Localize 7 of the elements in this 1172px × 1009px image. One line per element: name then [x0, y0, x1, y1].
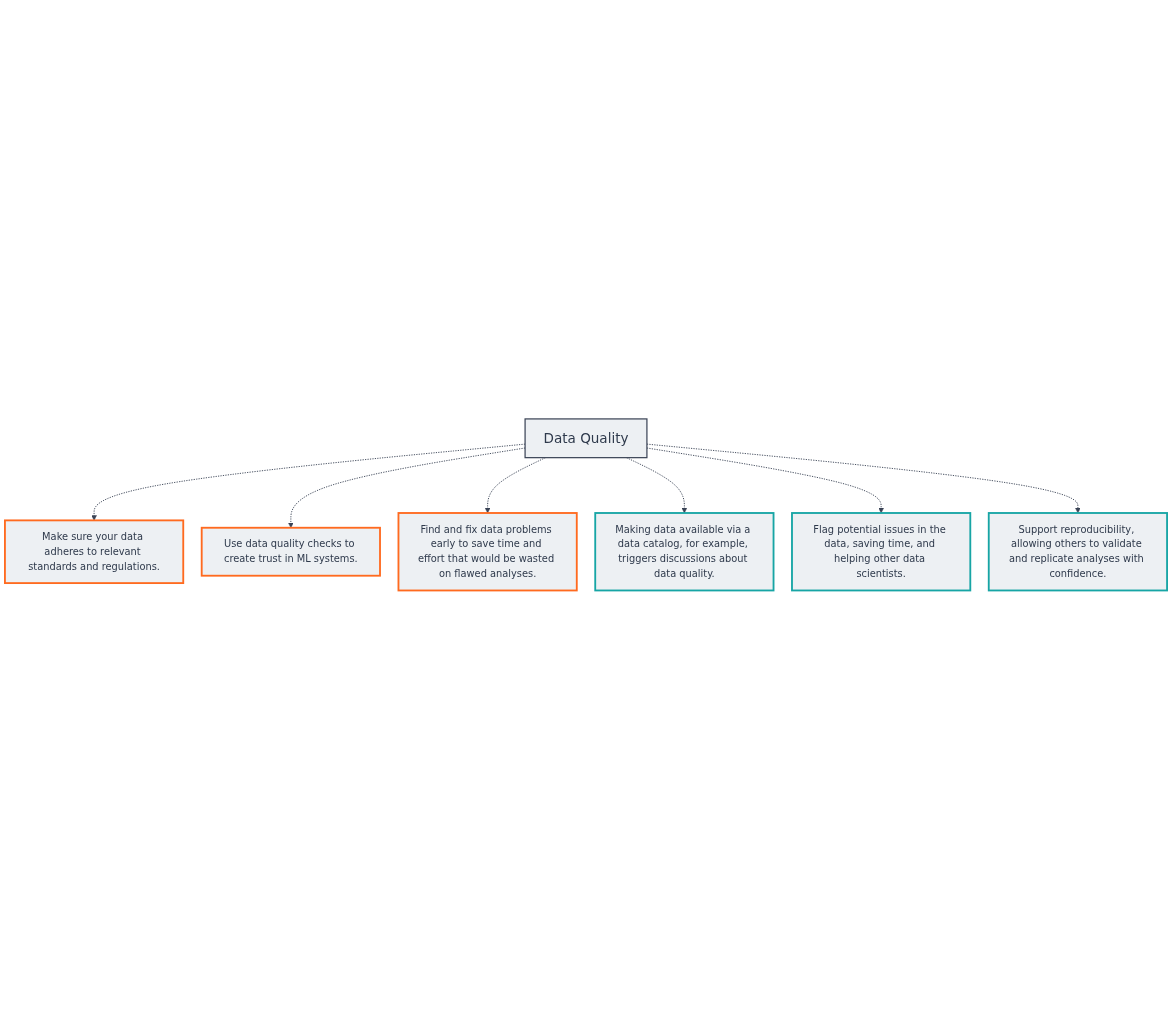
node-box: Data Quality	[524, 418, 648, 459]
node-box: Flag potential issues in the data, saving time, and helping other data scientists.	[791, 511, 972, 592]
node-box: Making data available via a data catalog, for example, triggers discussions about data quality.	[594, 511, 775, 592]
node-box: Support reproducibility, allowing others to validate and replicate analyses with confidence.	[987, 511, 1168, 592]
node-box: Find and fix data problems early to save time and effort that would be wasted on flawed analyses.	[397, 511, 578, 592]
node-box: Use data quality checks to create trust in ML systems.	[200, 526, 381, 577]
node-box: Make sure your data adheres to relevant standards and regulations.	[4, 519, 185, 584]
